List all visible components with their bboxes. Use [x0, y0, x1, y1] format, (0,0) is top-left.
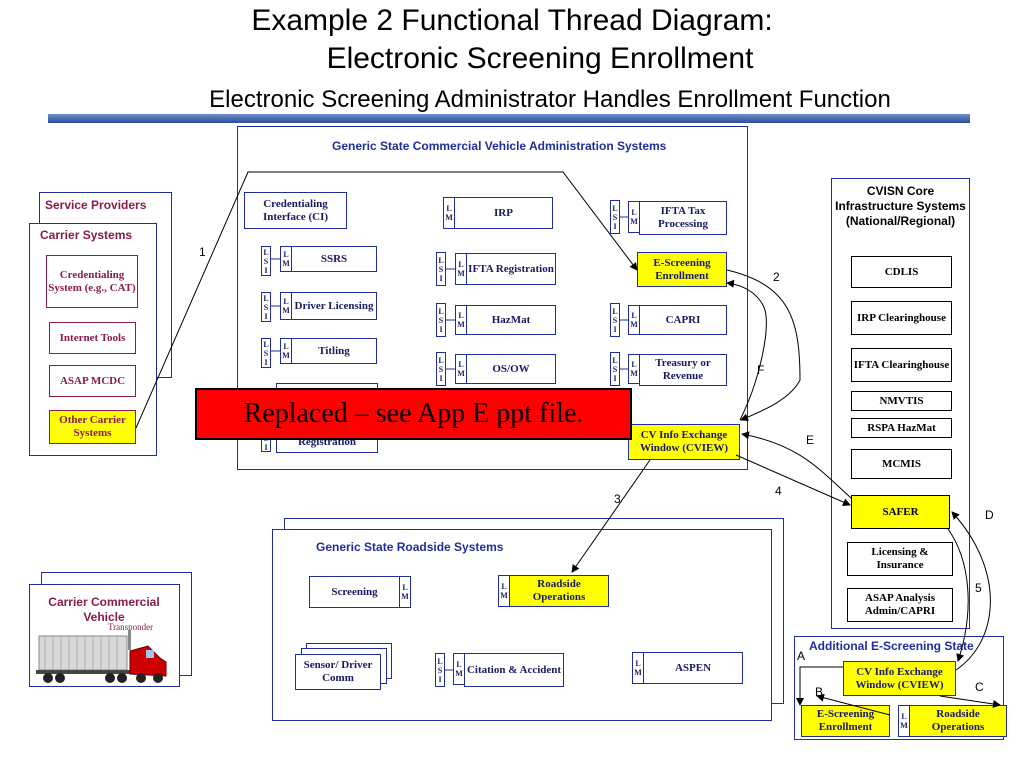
aspen-box[interactable]: ASPEN: [643, 652, 743, 684]
additional-roadside-box[interactable]: Roadside Operations: [909, 705, 1007, 737]
cview-box[interactable]: CV Info Exchange Window (CVIEW): [628, 424, 740, 460]
cdlis-box[interactable]: CDLIS: [851, 256, 952, 288]
safer-box[interactable]: SAFER: [851, 495, 950, 529]
flow-label-2: 2: [773, 270, 780, 284]
service-providers-header: Service Providers: [45, 198, 147, 212]
title-line1: Example 2 Functional Thread Diagram:: [251, 4, 773, 37]
replaced-overlay: Replaced – see App E ppt file.: [195, 388, 632, 440]
osow-box[interactable]: OS/OW: [466, 354, 556, 384]
roadside-frame: [272, 529, 772, 721]
title-line2: Electronic Screening Enrollment: [326, 42, 754, 75]
citation-box[interactable]: Citation & Accident: [464, 653, 564, 687]
rspa-hazmat-box[interactable]: RSPA HazMat: [851, 418, 952, 438]
flow-label-a: A: [797, 649, 806, 663]
internet-tools-box[interactable]: Internet Tools: [49, 322, 136, 354]
ifta-registration-box[interactable]: IFTA Registration: [466, 253, 556, 285]
flow-label-4: 4: [775, 484, 782, 498]
flow-label-5: 5: [975, 581, 982, 595]
flow-label-e: E: [806, 433, 815, 447]
sensor-box[interactable]: Sensor/ Driver Comm: [295, 654, 381, 690]
transponder-label: Transponder: [108, 622, 154, 632]
flow-label-c: C: [975, 680, 984, 694]
flow-label-f: F: [757, 363, 765, 377]
subtitle: Electronic Screening Administrator Handl…: [209, 86, 891, 113]
ifta-tax-box[interactable]: IFTA Tax Processing: [639, 201, 727, 235]
roadside-operations-box[interactable]: Roadside Operations: [509, 575, 609, 607]
asap-analysis-box[interactable]: ASAP Analysis Admin/CAPRI: [847, 588, 953, 622]
additional-state-header: Additional E-Screening State: [809, 639, 974, 653]
other-carrier-box[interactable]: Other Carrier Systems: [49, 410, 136, 444]
title-rule: [48, 114, 970, 123]
roadside-header: Generic State Roadside Systems: [316, 540, 504, 554]
vehicle-header: Carrier Commercial Vehicle: [48, 595, 160, 624]
hazmat-box[interactable]: HazMat: [466, 305, 556, 335]
mcmis-box[interactable]: MCMIS: [851, 449, 952, 479]
additional-enrollment-box[interactable]: E-Screening Enrollment: [801, 705, 890, 737]
state-admin-header: Generic State Commercial Vehicle Adminis…: [332, 139, 667, 153]
irp-clearinghouse-box[interactable]: IRP Clearinghouse: [851, 301, 952, 335]
flow-label-b: B: [815, 685, 824, 699]
credentialing-interface-box[interactable]: Credentialing Interface (CI): [244, 192, 347, 229]
licensing-insurance-box[interactable]: Licensing & Insurance: [847, 542, 953, 576]
additional-cview-box[interactable]: CV Info Exchange Window (CVIEW): [843, 661, 956, 696]
carrier-systems-header: Carrier Systems: [40, 228, 133, 242]
cvisn-header: CVISN Core Infrastructure Systems (Natio…: [835, 184, 966, 228]
e-screening-enrollment-box[interactable]: E-Screening Enrollment: [637, 252, 727, 287]
credentialing-system-box[interactable]: Credentialing System (e.g., CAT): [46, 255, 138, 308]
driver-licensing-box[interactable]: Driver Licensing: [291, 292, 377, 320]
ifta-clearinghouse-box[interactable]: IFTA Clearinghouse: [851, 348, 952, 382]
flow-label-d: D: [985, 508, 994, 522]
irp-box[interactable]: IRP: [454, 197, 553, 229]
asap-mcdc-box[interactable]: ASAP MCDC: [49, 365, 136, 397]
capri-box[interactable]: CAPRI: [639, 305, 727, 335]
treasury-box[interactable]: Treasury or Revenue: [639, 354, 727, 386]
flow-label-3: 3: [614, 492, 621, 506]
ssrs-box[interactable]: SSRS: [291, 246, 377, 272]
nmvtis-box[interactable]: NMVTIS: [851, 391, 952, 411]
titling-box[interactable]: Titling: [291, 338, 377, 364]
screening-box[interactable]: Screening: [309, 576, 400, 608]
flow-label-1: 1: [199, 245, 206, 259]
